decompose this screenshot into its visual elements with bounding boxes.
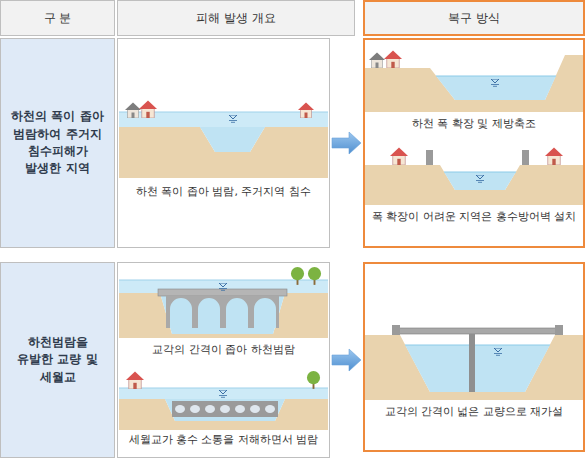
- house-icon: [369, 53, 385, 69]
- water-surface: [119, 388, 328, 389]
- culvert-opening: [250, 405, 260, 413]
- caption-text: 세월교가 홍수 소통을 저해하면서 범람: [122, 433, 325, 448]
- house-icon: [390, 148, 408, 165]
- water-level-symbol: [219, 283, 227, 290]
- bridge-pier: [469, 334, 475, 392]
- water-surface: [444, 172, 516, 173]
- header-cell: 복구 방식: [363, 0, 585, 36]
- bridge-deck: [394, 328, 561, 334]
- damage-cell: 하천 폭이 좁아 범람, 주거지역 침수: [117, 38, 330, 248]
- arch-bridge: [166, 296, 279, 328]
- tree-icon: [308, 267, 321, 285]
- ground: [365, 335, 583, 400]
- bridge-arches: [170, 298, 276, 328]
- river-water: [160, 293, 285, 334]
- ground: [119, 293, 328, 338]
- block-arrow: [332, 132, 361, 154]
- culvert-opening: [220, 405, 230, 413]
- river-water: [436, 76, 556, 100]
- damage-cell: 교각의 간격이 좁아 하천범람세월교가 홍수 소통을 저해하면서 범람: [117, 262, 330, 458]
- water-surface: [405, 345, 550, 346]
- river-water: [444, 172, 516, 190]
- ground: [119, 127, 328, 178]
- house-icon: [139, 101, 157, 118]
- water-surface: [436, 76, 556, 77]
- water-level-symbol: [491, 79, 499, 86]
- culvert-opening: [265, 405, 275, 413]
- flood-wall: [522, 150, 529, 165]
- caption-text: 교각의 간격이 넓은 교량으로 재가설: [369, 405, 579, 420]
- river-water: [165, 399, 285, 421]
- river-water: [200, 127, 265, 152]
- caption-text: 하천 폭이 좁아 범람, 주거지역 침수: [122, 185, 325, 200]
- caption-text: 폭 확장이 어려운 지역은 홍수방어벽 설치: [369, 210, 579, 225]
- abutment: [555, 325, 563, 335]
- water-level-symbol: [219, 390, 227, 397]
- water-level-symbol: [229, 115, 237, 122]
- category-cell: 하천의 폭이 좁아 범람하여 주거지 침수피해가 발생한 지역: [0, 38, 115, 248]
- house-icon: [298, 103, 314, 119]
- caption-text: 하천 폭 확장 및 제방축조: [369, 117, 579, 132]
- culvert-opening: [190, 405, 200, 413]
- header-text: 피해 발생 개요: [196, 10, 276, 27]
- tree-icon: [291, 267, 304, 285]
- category-text: 하천의 폭이 좁아 범람하여 주거지 침수피해가 발생한 지역: [9, 108, 106, 178]
- category-cell: 하천범람을 유발한 교량 및 세월교: [0, 262, 115, 458]
- house-icon: [126, 372, 144, 389]
- flood-water: [119, 388, 328, 400]
- flood-wall: [426, 150, 433, 165]
- culvert-opening: [175, 405, 185, 413]
- low-water-bridge: [172, 401, 278, 417]
- header-text: 구 분: [44, 10, 72, 27]
- header-cell: 피해 발생 개요: [117, 0, 355, 36]
- culvert-opening: [205, 405, 215, 413]
- house-icon: [384, 51, 402, 68]
- recovery-box: 하천 폭 확장 및 제방축조폭 확장이 어려운 지역은 홍수방어벽 설치: [363, 38, 585, 248]
- category-text: 하천범람을 유발한 교량 및 세월교: [9, 334, 106, 386]
- water-level-symbol: [494, 348, 502, 355]
- header-text: 복구 방식: [448, 10, 500, 27]
- ground: [119, 399, 328, 430]
- culvert-openings: [175, 405, 275, 413]
- ground: [365, 165, 583, 205]
- abutment: [392, 325, 400, 335]
- house-icon: [545, 148, 563, 165]
- tree-icon: [307, 371, 320, 389]
- block-arrow: [332, 349, 361, 371]
- river-water: [405, 345, 550, 392]
- water-level-symbol: [476, 175, 484, 182]
- recovery-box: 교각의 간격이 넓은 교량으로 재가설: [363, 262, 585, 452]
- culvert-opening: [235, 405, 245, 413]
- house-icon: [125, 103, 141, 119]
- caption-text: 교각의 간격이 좁아 하천범람: [122, 343, 325, 358]
- header-cell: 구 분: [0, 0, 115, 36]
